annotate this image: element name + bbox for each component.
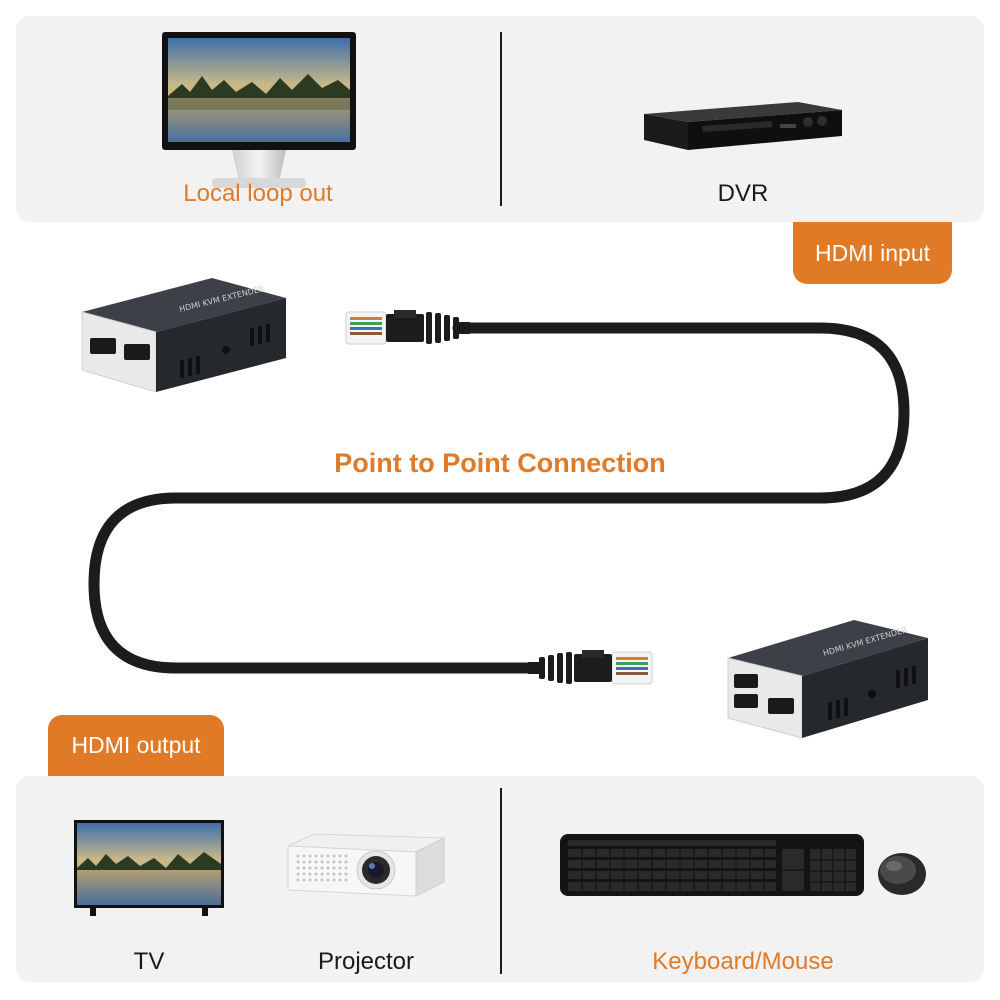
local-loop-out-label: Local loop out bbox=[183, 180, 333, 207]
hdmi-port-icon bbox=[768, 698, 794, 714]
projector-label: Projector bbox=[317, 948, 415, 975]
tv-icon bbox=[74, 820, 224, 916]
monitor-icon bbox=[162, 32, 356, 188]
usb-port-icon bbox=[734, 674, 758, 688]
keyboard-mouse-label: Keyboard/Mouse bbox=[652, 948, 834, 975]
top-panel: Local loop out DVR bbox=[16, 16, 984, 222]
rj45-connector-icon bbox=[345, 310, 470, 345]
projector-icon bbox=[287, 833, 445, 897]
usb-port-icon bbox=[734, 694, 758, 708]
dvr-icon bbox=[644, 102, 842, 150]
keyboard-icon bbox=[560, 834, 864, 896]
mouse-icon bbox=[878, 853, 926, 895]
hdmi-extender-transmitter: HDMI KVM EXTENDER bbox=[81, 278, 286, 393]
dvr-label: DVR bbox=[717, 180, 769, 207]
rj45-connector-icon bbox=[528, 650, 653, 685]
hdmi-port-icon bbox=[90, 338, 116, 354]
panel-divider bbox=[500, 32, 502, 206]
tv-label: TV bbox=[133, 948, 165, 975]
hdmi-port-icon bbox=[124, 344, 150, 360]
bottom-panel: TV Projector bbox=[16, 776, 984, 982]
hdmi-output-tag: HDMI output bbox=[48, 715, 224, 776]
panel-divider bbox=[500, 788, 502, 974]
hdmi-input-tag: HDMI input bbox=[793, 222, 952, 284]
hdmi-extender-receiver: HDMI KVM EXTENDER bbox=[727, 620, 928, 739]
connection-title: Point to Point Connection bbox=[334, 448, 666, 478]
